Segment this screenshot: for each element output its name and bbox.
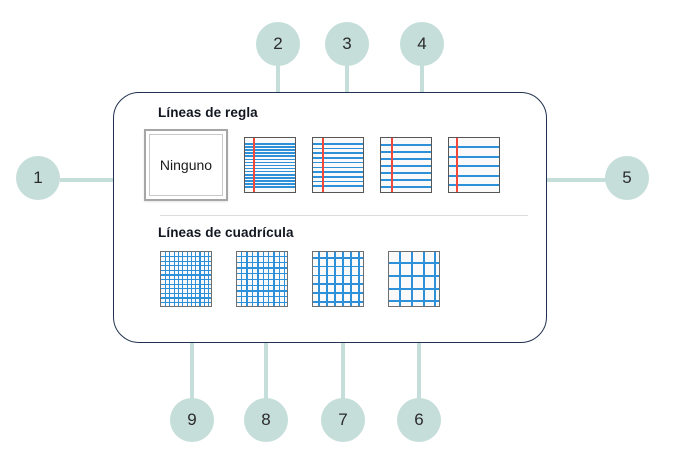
narrow-ruled-option[interactable]: [244, 137, 296, 193]
callout-1-label: 1: [33, 168, 43, 187]
extra-wide-ruled-option[interactable]: [448, 137, 500, 193]
margin-line: [253, 138, 255, 192]
none-option-label: Ninguno: [159, 157, 213, 173]
none-option[interactable]: Ninguno: [144, 129, 228, 201]
callout-8-label: 8: [261, 410, 271, 429]
callout-2[interactable]: 2: [256, 22, 300, 66]
callout-5[interactable]: 5: [605, 156, 649, 200]
small-grid-option[interactable]: [160, 251, 212, 307]
callout-9-label: 9: [187, 410, 197, 429]
callout-6[interactable]: 6: [397, 398, 441, 442]
extra-large-grid-option[interactable]: [388, 251, 440, 307]
callout-2-label: 2: [273, 34, 283, 53]
wide-ruled-preview: [381, 138, 431, 192]
line-style-options-panel: Líneas de regla Ninguno: [113, 92, 547, 343]
callout-5-label: 5: [622, 168, 632, 187]
callout-3-label: 3: [342, 34, 352, 53]
extra-wide-ruled-preview: [449, 138, 499, 192]
callout-leader-1: [60, 178, 138, 182]
medium-grid-option[interactable]: [236, 251, 288, 307]
large-grid-option[interactable]: [312, 251, 364, 307]
callout-3[interactable]: 3: [325, 22, 369, 66]
college-ruled-preview: [313, 138, 363, 192]
callout-leader-9: [190, 332, 194, 400]
callout-1[interactable]: 1: [16, 156, 60, 200]
callout-leader-8: [264, 332, 268, 400]
college-ruled-option[interactable]: [312, 137, 364, 193]
callout-leader-5: [533, 178, 611, 182]
margin-line: [322, 138, 324, 192]
ruled-lines-option-row: Ninguno: [144, 129, 500, 201]
callout-leader-6: [417, 332, 421, 400]
grid-lines-option-row: [160, 251, 440, 307]
callout-leader-7: [341, 332, 345, 400]
grid-lines-section-title: Líneas de cuadrícula: [158, 225, 294, 240]
wide-ruled-option[interactable]: [380, 137, 432, 193]
none-option-preview: Ninguno: [149, 134, 223, 196]
callout-6-label: 6: [414, 410, 424, 429]
callout-8[interactable]: 8: [244, 398, 288, 442]
section-divider: [160, 215, 528, 216]
callout-4[interactable]: 4: [400, 22, 444, 66]
callout-9[interactable]: 9: [170, 398, 214, 442]
margin-line: [391, 138, 393, 192]
callout-4-label: 4: [417, 34, 427, 53]
narrow-ruled-preview: [245, 138, 295, 192]
callout-7[interactable]: 7: [321, 398, 365, 442]
callout-7-label: 7: [338, 410, 348, 429]
margin-line: [456, 138, 458, 192]
ruled-lines-section-title: Líneas de regla: [158, 105, 258, 120]
